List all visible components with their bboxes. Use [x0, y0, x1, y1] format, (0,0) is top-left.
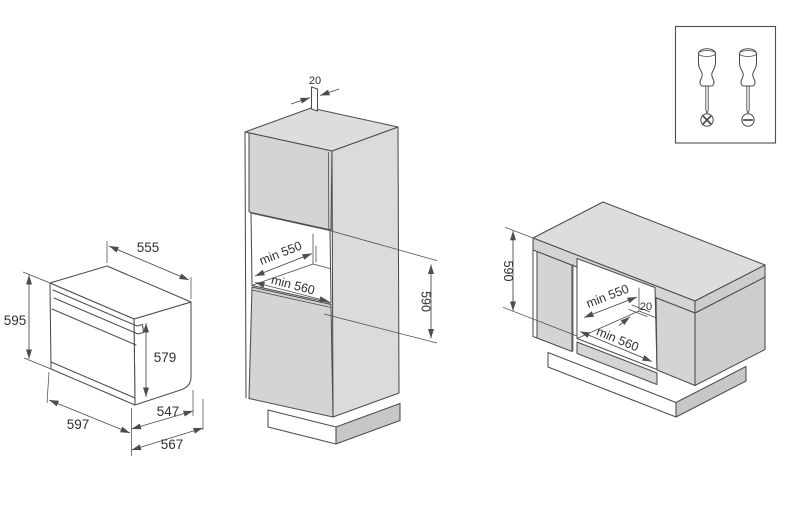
- tall-cabinet-rear-gap-label: 20: [309, 75, 321, 87]
- tall-cabinet-plinth-side: [335, 402, 401, 445]
- base-cabinet-worktop-side: [694, 264, 766, 314]
- oven-door-height-label: 579: [154, 350, 177, 365]
- phillips-screwdriver-icon: [697, 48, 717, 127]
- oven-door-top-line: [51, 308, 137, 346]
- tall-cabinet-niche-height-dimension: 590: [316, 226, 438, 344]
- oven-top-width-dimension: 555: [106, 240, 192, 299]
- oven-door-height-dimension: 579: [143, 323, 177, 397]
- tools-box-frame: [674, 25, 777, 144]
- oven-height-dimension: 595: [4, 271, 52, 370]
- base-cabinet-right-panel: [655, 297, 696, 387]
- base-cabinet-niche-height-label: 590: [501, 261, 515, 282]
- tall-cabinet-left-edge: [244, 131, 247, 399]
- tall-cabinet-lower-front: [248, 286, 334, 418]
- base-cabinet-left-edge: [532, 249, 538, 339]
- base-cabinet-rear-gap-label: 20: [640, 301, 652, 313]
- tall-cabinet-niche-height-label: 590: [419, 291, 433, 312]
- tall-cabinet-diagram: 20 min 550 min 560 590: [244, 75, 438, 445]
- tools-box: [674, 25, 777, 144]
- oven-height-label: 595: [4, 313, 27, 328]
- oven-door-bottom-line: [50, 361, 136, 399]
- base-cabinet-left-panel: [536, 250, 573, 353]
- oven-diagram: 555 595 579 597 547: [4, 240, 204, 456]
- oven-front-face: [49, 282, 136, 406]
- base-cabinet-niche-height-dimension: 590: [501, 226, 578, 337]
- base-cabinet-plinth-side: [675, 365, 747, 418]
- oven-body-depth-dimension: 547: [131, 390, 194, 430]
- oven-front-width-label: 597: [67, 417, 90, 432]
- oven-total-depth-dimension: 567: [131, 399, 204, 452]
- oven-total-depth-label: 567: [161, 437, 184, 452]
- oven-body-depth-label: 547: [157, 404, 180, 419]
- flathead-screwdriver-icon: [738, 48, 758, 127]
- oven-top-width-label: 555: [137, 240, 160, 255]
- tall-cabinet-rear-gap-dimension: 20: [290, 75, 340, 105]
- tall-cabinet-rear-gap-slot: [310, 86, 319, 112]
- base-cabinet-diagram: 20 min 550 min 560 590: [501, 201, 766, 418]
- tall-cabinet-upper-front: [248, 132, 333, 231]
- tall-cabinet-side-face: [331, 126, 400, 418]
